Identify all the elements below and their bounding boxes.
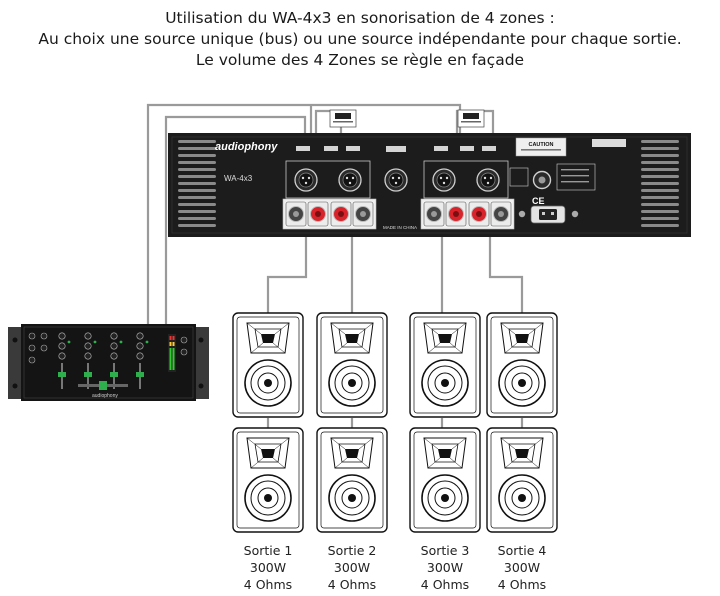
xlr-input-4 bbox=[476, 168, 500, 192]
speakon-output-3-red bbox=[445, 201, 467, 227]
mount-screw-left bbox=[518, 210, 526, 218]
speaker-2-bottom bbox=[316, 427, 388, 533]
speakon-output-3 bbox=[423, 201, 445, 227]
input-section-a-box bbox=[285, 160, 371, 199]
mixer-body bbox=[21, 324, 196, 401]
speakon-output-1-red bbox=[307, 201, 329, 227]
output-power: 300W bbox=[333, 560, 371, 575]
spec-box-right bbox=[556, 163, 596, 191]
speakon-output-1 bbox=[285, 201, 307, 227]
speakon-output-4 bbox=[490, 201, 512, 227]
output-label-3: Sortie 3 300W 4 Ohms bbox=[405, 542, 485, 593]
amplifier-rear-panel: audiophony WA-4x3 CAUTION bbox=[168, 133, 691, 237]
speaker-2-top bbox=[316, 312, 388, 418]
speakon-output-2-red bbox=[330, 201, 352, 227]
output-name: Sortie 4 bbox=[497, 543, 547, 558]
speaker-cables bbox=[266, 224, 524, 428]
diagram-title-line-3: Le volume des 4 Zones se règle en façade bbox=[195, 51, 525, 69]
spec-box-left bbox=[509, 167, 529, 187]
output-label-1: Sortie 1 300W 4 Ohms bbox=[228, 542, 308, 593]
amplifier-model-label: WA-4x3 bbox=[224, 174, 253, 183]
speaker-3-top bbox=[409, 312, 481, 418]
mixer-brand-logo: audiophony bbox=[92, 393, 118, 399]
output-impedance: 4 Ohms bbox=[420, 577, 470, 592]
speaker-1-top bbox=[232, 312, 304, 418]
caution-label bbox=[515, 137, 567, 157]
output-impedance: 4 Ohms bbox=[497, 577, 547, 592]
cable-output-4 bbox=[488, 224, 524, 313]
output-power: 300W bbox=[503, 560, 541, 575]
svg-text:CAUTION: CAUTION bbox=[528, 142, 553, 148]
xlr-input-center bbox=[384, 168, 408, 192]
diagram-title-line-1: Utilisation du WA-4x3 en sonorisation de… bbox=[165, 9, 555, 27]
output-label-2: Sortie 2 300W 4 Ohms bbox=[312, 542, 392, 593]
speaker-4-top bbox=[486, 312, 558, 418]
speaker-1-bottom bbox=[232, 427, 304, 533]
mixer-rack-ear-right bbox=[194, 327, 209, 399]
output-impedance: 4 Ohms bbox=[327, 577, 377, 592]
input-section-b-box bbox=[423, 160, 509, 199]
xlr-input-1 bbox=[294, 168, 318, 192]
speakon-output-2 bbox=[352, 201, 374, 227]
output-label-4: Sortie 4 300W 4 Ohms bbox=[482, 542, 562, 593]
output-power: 300W bbox=[426, 560, 464, 575]
xlr-input-2 bbox=[338, 168, 362, 192]
speaker-zone-3 bbox=[409, 312, 481, 533]
serial-label bbox=[592, 139, 626, 147]
bus-switch-right bbox=[457, 109, 485, 128]
mixer-vu-meter bbox=[168, 334, 176, 372]
diagram-title-line-2: Au choix une source unique (bus) ou une … bbox=[38, 30, 682, 48]
mount-screw-right bbox=[571, 210, 579, 218]
output-name: Sortie 2 bbox=[327, 543, 377, 558]
amplifier-brand-logo: audiophony bbox=[215, 141, 278, 153]
cable-output-1 bbox=[266, 224, 308, 313]
mixer-rack-ear-left bbox=[8, 327, 23, 399]
xlr-input-3 bbox=[432, 168, 456, 192]
speakon-output-4-red bbox=[468, 201, 490, 227]
speaker-3-bottom bbox=[409, 427, 481, 533]
output-power: 300W bbox=[249, 560, 287, 575]
speaker-4-bottom bbox=[486, 427, 558, 533]
output-name: Sortie 3 bbox=[420, 543, 470, 558]
source-cable-left bbox=[314, 109, 343, 147]
output-name: Sortie 1 bbox=[243, 543, 293, 558]
made-in-china-label: MADE IN CHINA bbox=[383, 225, 417, 230]
ce-mark: CE bbox=[532, 196, 545, 206]
bus-switch-left bbox=[329, 109, 357, 128]
dj-mixer: audiophony bbox=[8, 324, 209, 401]
mixer-link-cable bbox=[164, 115, 307, 330]
output-impedance: 4 Ohms bbox=[243, 577, 293, 592]
